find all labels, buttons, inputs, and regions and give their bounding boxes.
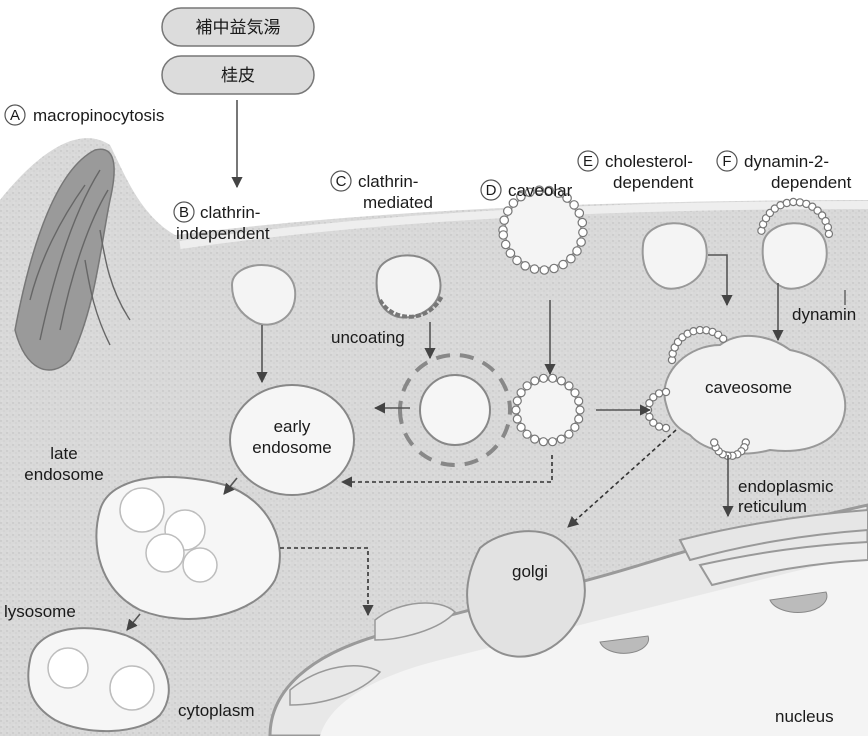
bead [539, 438, 547, 446]
bead [557, 377, 565, 385]
late-endosome-line1: late [50, 444, 77, 463]
bead [662, 388, 669, 395]
bead [531, 435, 539, 443]
pathway-c: C clathrin- mediated [331, 171, 433, 212]
bead [500, 216, 508, 224]
bead [549, 374, 557, 382]
uncoating-label: uncoating [331, 328, 405, 347]
letter-b: B [179, 204, 189, 221]
bead [513, 256, 521, 264]
pathway-f: F dynamin-2- dependent [717, 151, 852, 192]
cholesterol-pit [643, 223, 707, 289]
pathway-a: A macropinocytosis [5, 105, 164, 125]
pathway-e: E cholesterol- dependent [578, 151, 694, 192]
bead [499, 231, 507, 239]
c-label-line1: clathrin- [358, 172, 418, 191]
bead [565, 430, 573, 438]
bead [540, 374, 548, 382]
bead [578, 218, 586, 226]
bead [513, 397, 521, 405]
bead [512, 406, 520, 414]
early-endosome-line1: early [274, 417, 311, 436]
early-endosome-line2: endosome [252, 438, 331, 457]
b-label-line2: independent [176, 224, 270, 243]
bead [540, 266, 548, 274]
bead [571, 423, 579, 431]
endosome-vesicle [146, 534, 184, 572]
letter-c: C [336, 173, 347, 190]
bead [550, 264, 558, 272]
bead [824, 224, 831, 231]
bead [573, 247, 581, 255]
letter-f: F [722, 153, 731, 170]
f-label-line2: dependent [771, 173, 852, 192]
letter-e: E [583, 153, 593, 170]
bead [570, 201, 578, 209]
bead [517, 423, 525, 431]
e-label-line1: cholesterol- [605, 152, 693, 171]
macropinocytosis-label: macropinocytosis [33, 106, 164, 125]
late-endosome-line2: endosome [24, 465, 103, 484]
endosome-vesicle [120, 488, 164, 532]
bead [711, 439, 718, 446]
pathway-d: D caveolar [481, 180, 573, 200]
nucleus-label: nucleus [775, 707, 834, 726]
bead [521, 262, 529, 270]
caveosome-label: caveosome [705, 378, 792, 397]
f-label-line1: dynamin-2- [744, 152, 829, 171]
b-label-line1: clathrin- [200, 203, 260, 222]
bead [549, 438, 557, 446]
herb-label: 桂皮 [221, 66, 255, 86]
bead [662, 424, 669, 431]
bead [509, 199, 517, 207]
lysosome-vesicle [110, 666, 154, 710]
bead [575, 397, 583, 405]
bead [565, 382, 573, 390]
cytoplasm-label: cytoplasm [178, 701, 255, 720]
er-label-line1: endoplasmic [738, 477, 834, 496]
golgi-label: golgi [512, 562, 548, 581]
formula-label: 補中益気湯 [196, 18, 281, 38]
bead [825, 230, 832, 237]
bead [579, 228, 587, 236]
bead [646, 413, 653, 420]
letter-a: A [10, 107, 20, 124]
bead [506, 249, 514, 257]
bead [502, 240, 510, 248]
caveolar-label: caveolar [508, 181, 573, 200]
pathway-b: B clathrin- independent [174, 202, 270, 243]
bead [523, 382, 531, 390]
dynamin-label: dynamin [792, 305, 856, 324]
bead [531, 377, 539, 385]
bead [523, 430, 531, 438]
bead [656, 390, 663, 397]
bead [559, 260, 567, 268]
bead [557, 435, 565, 443]
er-label-line2: reticulum [738, 497, 807, 516]
bead [575, 209, 583, 217]
c-label-line2: mediated [363, 193, 433, 212]
bead [517, 389, 525, 397]
bead [576, 406, 584, 414]
uncoating-vesicle [420, 375, 490, 445]
bead [513, 415, 521, 423]
bead [720, 335, 727, 342]
bead [571, 389, 579, 397]
dynamin-pit [763, 223, 827, 289]
bead [575, 415, 583, 423]
bead [567, 255, 575, 263]
letter-d: D [486, 182, 497, 199]
endosome-vesicle [183, 548, 217, 582]
lysosome-label: lysosome [4, 602, 76, 621]
bead [530, 265, 538, 273]
lysosome-vesicle [48, 648, 88, 688]
bead [577, 238, 585, 246]
e-label-line2: dependent [613, 173, 694, 192]
bead [504, 207, 512, 215]
